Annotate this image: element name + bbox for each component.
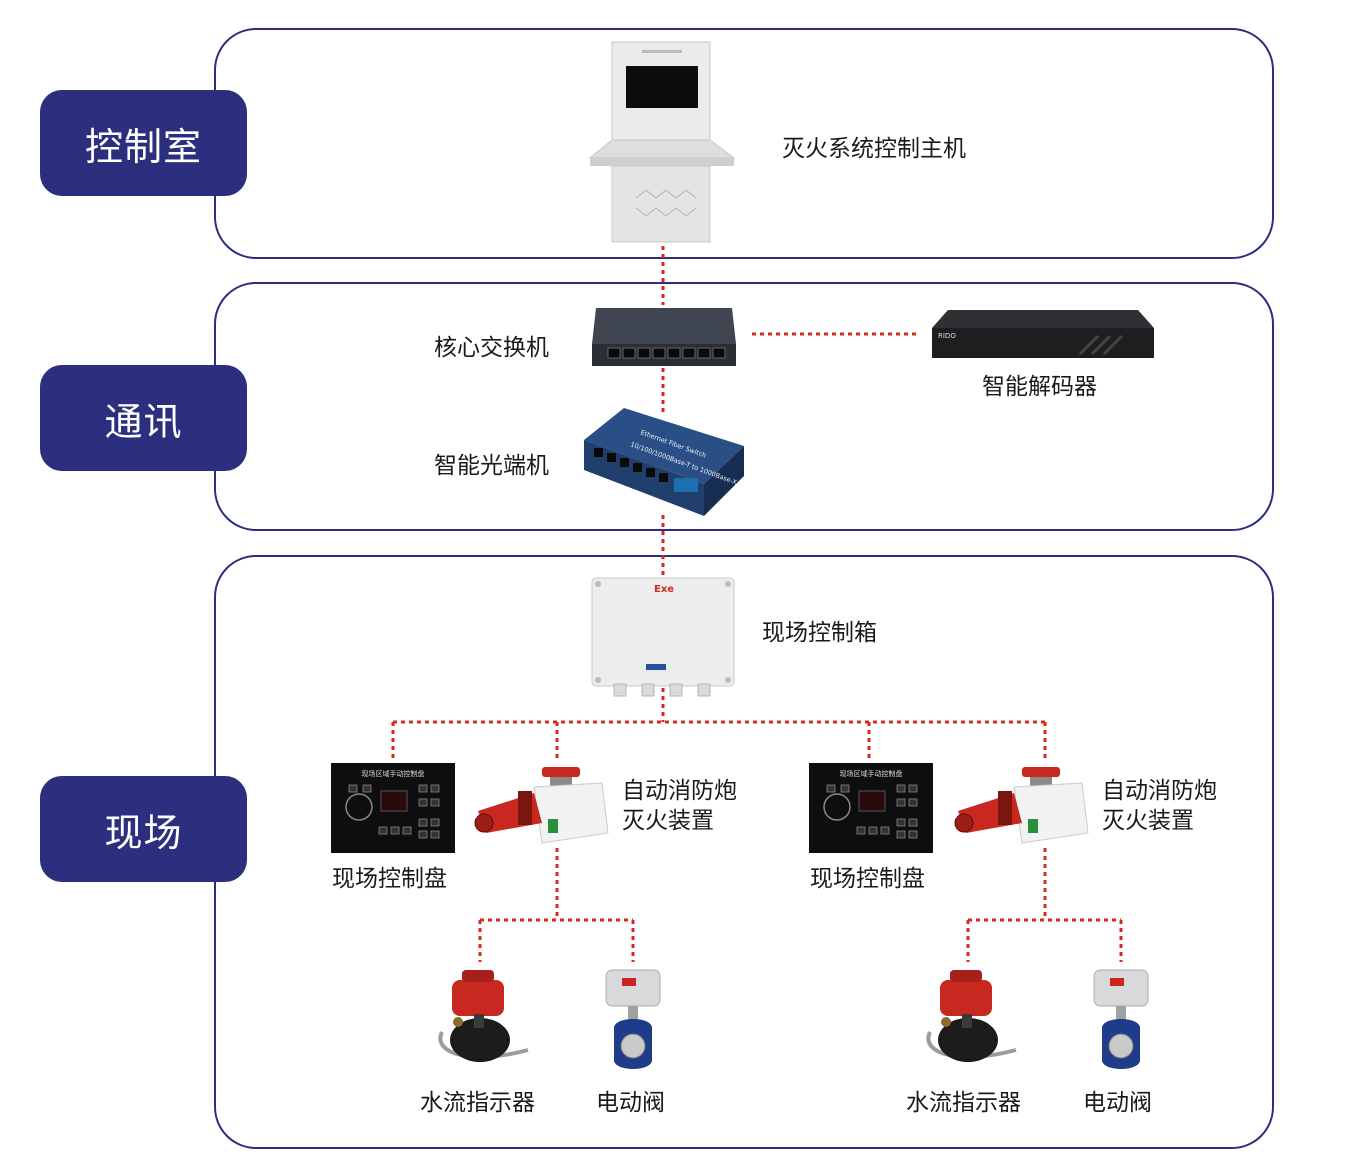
- water-flow-indicator-left-device: [438, 970, 529, 1062]
- tier-label-field: 现场: [40, 776, 247, 882]
- electric-valve-right-label: 电动阀: [1083, 1090, 1152, 1116]
- field-control-box-device: Exe: [591, 577, 735, 697]
- core-switch-device: [592, 308, 736, 366]
- water-flow-indicator-right-device: [926, 970, 1017, 1062]
- field-panel-left-device: 现场区域手动控制盘: [331, 763, 455, 853]
- optical-transceiver-label: 智能光端机: [434, 453, 549, 479]
- box-mark-text: Exe: [654, 584, 674, 595]
- control-host-device: [588, 41, 736, 243]
- decoder-device: RIDO: [932, 310, 1154, 358]
- fire-cannon-right-label-line-1: 自动消防炮: [1102, 778, 1217, 804]
- water-flow-indicator-left-label: 水流指示器: [420, 1090, 535, 1116]
- decoder-label: 智能解码器: [982, 374, 1097, 400]
- panel-right-title: 现场区域手动控制盘: [840, 769, 903, 778]
- water-flow-indicator-right-label: 水流指示器: [906, 1090, 1021, 1116]
- fire-cannon-left-label: 自动消防炮 灭火装置: [622, 776, 737, 836]
- fire-cannon-left-device: [474, 767, 609, 844]
- panel-left-title: 现场区域手动控制盘: [362, 769, 425, 778]
- field-control-box-label: 现场控制箱: [762, 620, 877, 646]
- fire-cannon-left-label-line-1: 自动消防炮: [622, 778, 737, 804]
- tier-label-control-room: 控制室: [40, 90, 247, 196]
- fire-cannon-right-label: 自动消防炮 灭火装置: [1102, 776, 1217, 836]
- field-panel-right-label: 现场控制盘: [810, 866, 925, 892]
- tier-label-communication: 通讯: [40, 365, 247, 471]
- optical-transceiver-device: Ethernet Fiber Switch 10/100/1000Base-T …: [584, 408, 744, 516]
- control-host-label: 灭火系统控制主机: [782, 136, 966, 162]
- electric-valve-left-device: [605, 969, 661, 1069]
- core-switch-label: 核心交换机: [434, 335, 549, 361]
- field-panel-right-device: 现场区域手动控制盘: [809, 763, 933, 853]
- fire-cannon-right-label-line-2: 灭火装置: [1102, 808, 1194, 834]
- electric-valve-left-label: 电动阀: [596, 1090, 665, 1116]
- decoder-brand-text: RIDO: [938, 332, 956, 340]
- field-panel-left-label: 现场控制盘: [332, 866, 447, 892]
- fire-cannon-right-device: [954, 767, 1089, 844]
- fire-cannon-left-label-line-2: 灭火装置: [622, 808, 714, 834]
- electric-valve-right-device: [1093, 969, 1149, 1069]
- control-room-panel: [214, 28, 1274, 259]
